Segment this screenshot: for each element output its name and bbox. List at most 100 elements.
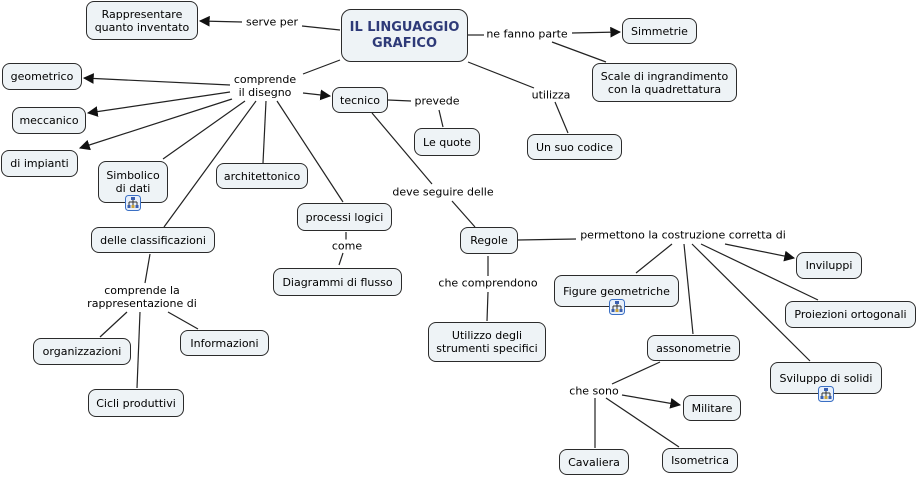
edge bbox=[554, 101, 569, 134]
concept-label: Isometrica bbox=[671, 454, 729, 467]
edge bbox=[276, 100, 344, 203]
edge bbox=[605, 397, 680, 448]
edge bbox=[338, 252, 344, 266]
concept-label: Scale di ingrandimento con la quadrettat… bbox=[600, 69, 729, 96]
edge bbox=[167, 311, 199, 330]
edge bbox=[635, 243, 673, 274]
concept-isometrica[interactable]: Isometrica bbox=[662, 448, 738, 473]
concept-scale[interactable]: Scale di ingrandimento con la quadrettat… bbox=[592, 63, 737, 102]
concept-label: delle classificazioni bbox=[100, 233, 206, 247]
edge bbox=[683, 243, 694, 335]
edge bbox=[136, 311, 141, 389]
concept-informazioni[interactable]: Informazioni bbox=[180, 330, 269, 356]
concept-label: Cavaliera bbox=[568, 455, 620, 469]
edge bbox=[78, 98, 233, 151]
concept-impianti[interactable]: di impianti bbox=[1, 150, 78, 177]
concept-codice[interactable]: Un suo codice bbox=[527, 134, 622, 160]
concept-label: Inviluppi bbox=[805, 259, 853, 272]
concept-quote[interactable]: Le quote bbox=[414, 128, 480, 156]
edge bbox=[86, 91, 231, 117]
edge bbox=[517, 238, 577, 241]
concept-label: organizzazioni bbox=[42, 345, 122, 358]
edge bbox=[438, 109, 444, 128]
concept-figure[interactable]: Figure geometriche bbox=[554, 275, 679, 315]
concept-cicli[interactable]: Cicli produttivi bbox=[88, 389, 184, 417]
link-che-comprendono[interactable]: che comprendono bbox=[436, 276, 540, 290]
concept-label: Un suo codice bbox=[535, 140, 614, 154]
concept-cavaliera[interactable]: Cavaliera bbox=[559, 449, 629, 475]
concept-classificazioni[interactable]: delle classificazioni bbox=[91, 227, 215, 253]
link-permettono[interactable]: permettono la costruzione corretta di bbox=[578, 228, 788, 242]
root-concept[interactable]: IL LINGUAGGIO GRAFICO bbox=[341, 9, 468, 62]
submap-icon[interactable] bbox=[125, 195, 141, 211]
concept-geometrico[interactable]: geometrico bbox=[2, 63, 82, 90]
edge bbox=[162, 100, 246, 160]
edge bbox=[82, 73, 231, 86]
concept-label: tecnico bbox=[340, 93, 380, 107]
link-serve-per[interactable]: serve per bbox=[243, 15, 301, 29]
concept-rappresentare[interactable]: Rappresentare quanto inventato bbox=[86, 1, 198, 40]
link-deve-seguire[interactable]: deve seguire delle bbox=[390, 185, 496, 199]
concept-label: Proiezioni ortogonali bbox=[794, 308, 907, 321]
concept-label: Rappresentare quanto inventato bbox=[94, 7, 190, 34]
edge bbox=[301, 25, 341, 31]
link-come[interactable]: come bbox=[329, 239, 365, 253]
edge bbox=[99, 311, 128, 338]
concept-label: di impianti bbox=[10, 157, 69, 170]
edge bbox=[700, 243, 819, 301]
concept-label: Figure geometriche bbox=[563, 284, 670, 298]
edge bbox=[724, 243, 796, 262]
edge bbox=[611, 361, 661, 385]
concept-label: geometrico bbox=[10, 70, 74, 83]
concept-utilizzo[interactable]: Utilizzo degli strumenti specifici bbox=[428, 322, 546, 362]
link-ne-fanno-parte[interactable]: ne fanno parte bbox=[484, 27, 570, 41]
concept-label: Informazioni bbox=[190, 336, 259, 350]
submap-icon[interactable] bbox=[818, 386, 834, 402]
root-label: IL LINGUAGGIO GRAFICO bbox=[349, 19, 460, 51]
concept-label: assonometrie bbox=[656, 341, 731, 355]
edge bbox=[198, 15, 243, 27]
concept-label: processi logici bbox=[305, 210, 384, 224]
edge bbox=[144, 253, 151, 284]
link-comprende-rappr[interactable]: comprende la rappresentazione di bbox=[85, 284, 199, 310]
concept-simbolico[interactable]: Simbolico di dati bbox=[98, 161, 168, 211]
concept-regole[interactable]: Regole bbox=[460, 227, 518, 254]
concept-label: Simbolico di dati bbox=[106, 169, 160, 195]
edge bbox=[571, 26, 622, 38]
submap-icon[interactable] bbox=[608, 299, 625, 315]
concept-assonometrie[interactable]: assonometrie bbox=[647, 335, 740, 361]
link-prevede[interactable]: prevede bbox=[412, 94, 462, 108]
concept-meccanico[interactable]: meccanico bbox=[12, 107, 86, 134]
edge bbox=[467, 61, 535, 89]
concept-tecnico[interactable]: tecnico bbox=[332, 87, 388, 113]
concept-diagrammi[interactable]: Diagrammi di flusso bbox=[273, 268, 402, 296]
edge bbox=[451, 200, 476, 228]
concept-label: Cicli produttivi bbox=[96, 396, 176, 410]
concept-proiezioni[interactable]: Proiezioni ortogonali bbox=[785, 301, 916, 328]
concept-militare[interactable]: Militare bbox=[683, 395, 741, 421]
concept-processi[interactable]: processi logici bbox=[297, 203, 392, 231]
concept-organizzazioni[interactable]: organizzazioni bbox=[33, 338, 131, 365]
concept-label: Diagrammi di flusso bbox=[282, 275, 393, 289]
concept-label: meccanico bbox=[19, 114, 79, 127]
concept-label: Le quote bbox=[423, 135, 471, 149]
edge bbox=[387, 99, 412, 102]
link-utilizza[interactable]: utilizza bbox=[529, 88, 573, 102]
concept-architettonico[interactable]: architettonico bbox=[216, 163, 308, 189]
link-che-sono[interactable]: che sono bbox=[567, 384, 621, 398]
concept-label: Militare bbox=[691, 401, 733, 415]
concept-label: Simmetrie bbox=[631, 24, 688, 38]
edge bbox=[371, 112, 433, 185]
concept-inviluppi[interactable]: Inviluppi bbox=[796, 252, 862, 279]
concept-label: Regole bbox=[470, 234, 508, 247]
edge bbox=[621, 394, 682, 409]
concept-label: architettonico bbox=[223, 169, 301, 183]
edge bbox=[302, 89, 332, 101]
concept-simmetrie[interactable]: Simmetrie bbox=[622, 18, 697, 44]
edge bbox=[163, 100, 257, 228]
concept-sviluppo[interactable]: Sviluppo di solidi bbox=[770, 362, 882, 402]
edge bbox=[691, 243, 811, 362]
edge bbox=[262, 100, 267, 164]
link-comprende-disegno[interactable]: comprende il disegno bbox=[231, 73, 299, 99]
